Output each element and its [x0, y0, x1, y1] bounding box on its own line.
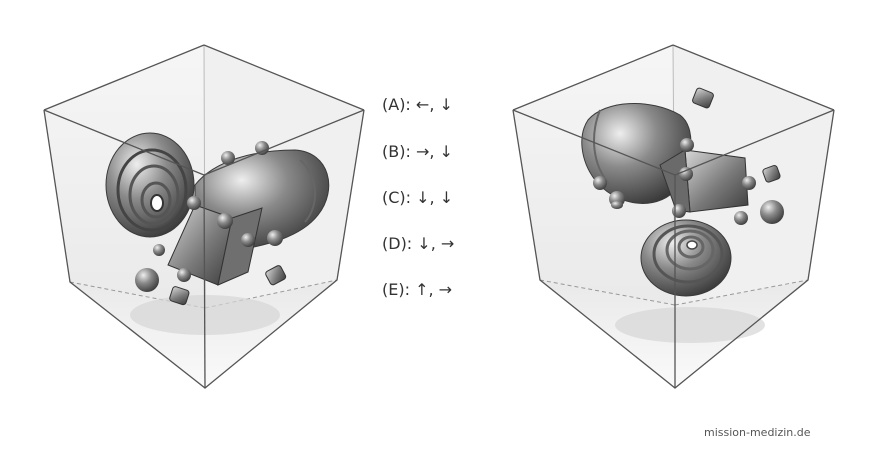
option-e: (E): ↑, → — [382, 280, 453, 299]
option-d: (D): ↓, → — [382, 234, 455, 253]
box-left — [167, 204, 263, 286]
spiral-shell-left — [105, 132, 195, 238]
sphere-left — [135, 268, 159, 292]
option-a: (A): ←, ↓ — [382, 95, 453, 114]
left-cube-objects — [105, 132, 330, 306]
spiral-shell-right — [640, 219, 732, 297]
small-cube-left-1 — [169, 286, 190, 306]
right-cube — [512, 44, 835, 389]
sphere-right — [760, 200, 784, 224]
box-right — [659, 149, 749, 213]
left-cube — [43, 44, 365, 389]
small-cube-right-2 — [762, 165, 781, 183]
option-b: (B): →, ↓ — [382, 142, 453, 161]
blob-body-right — [581, 103, 692, 207]
right-cube-objects — [581, 87, 784, 297]
small-cube-right-1 — [692, 87, 714, 109]
source-credit: mission-medizin.de — [704, 426, 811, 439]
option-c: (C): ↓, ↓ — [382, 188, 454, 207]
small-cube-left-2 — [265, 265, 287, 286]
